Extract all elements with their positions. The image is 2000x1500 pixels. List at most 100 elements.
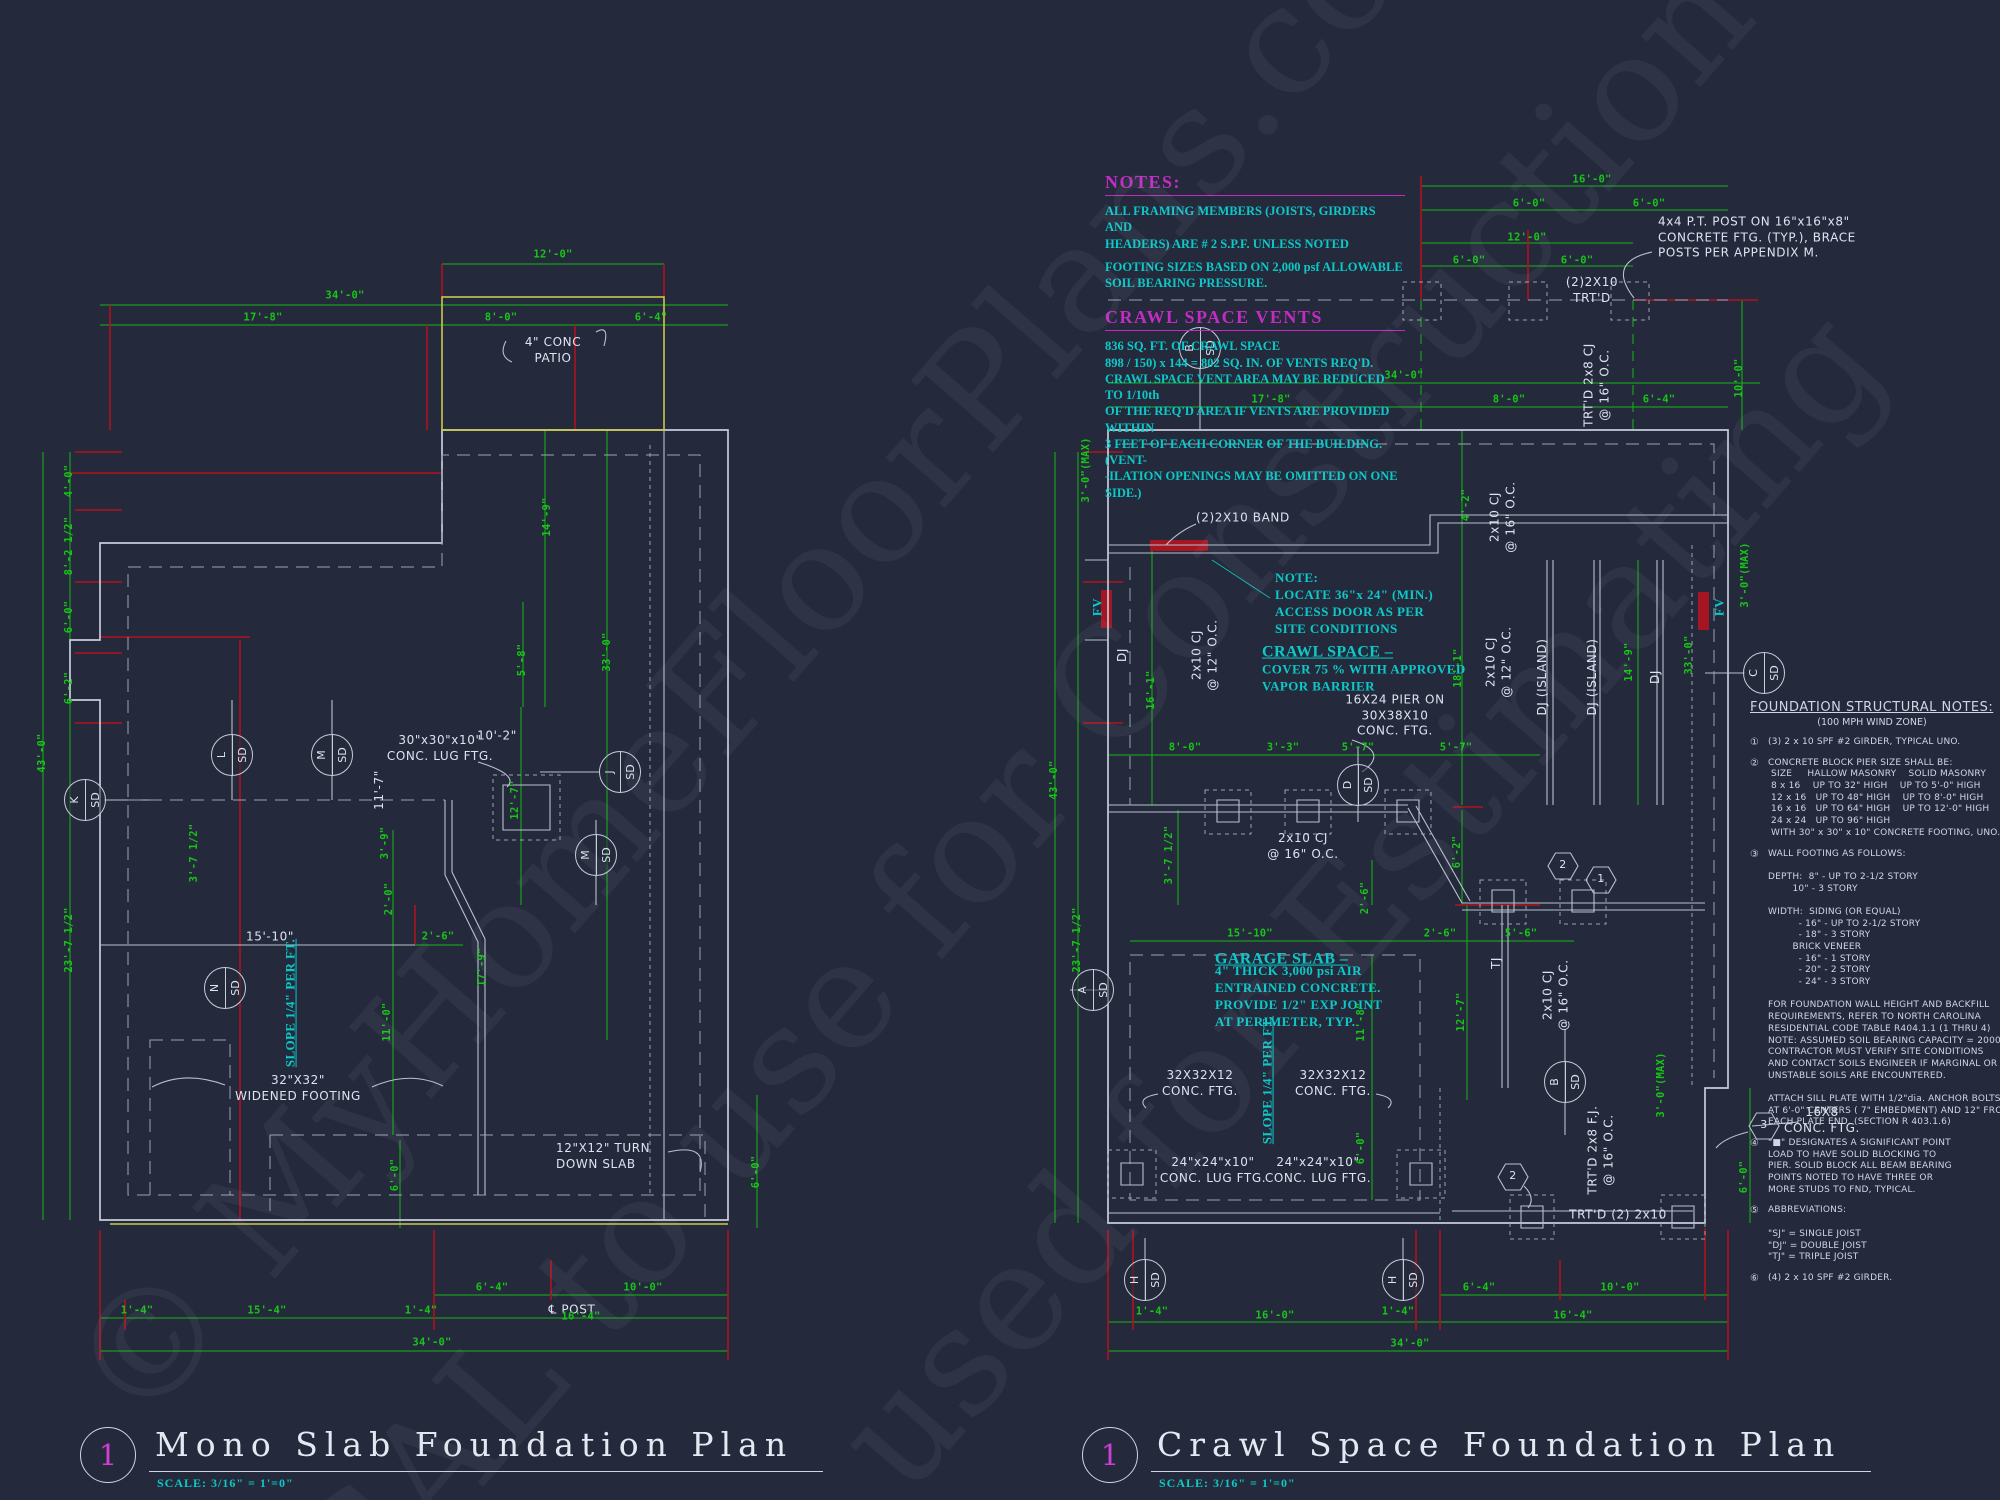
dim-label: 23'-7 1/2" [1071,907,1084,973]
dim-label: DJ (ISLAND) [1535,638,1550,716]
dim-label: DJ [1648,670,1663,684]
dim-label: 6'-0" [389,1158,402,1192]
dim-label: TRT'D (2) 2x10 [1569,1207,1667,1222]
dim-label: 12'-0" [1507,231,1547,244]
dim-label: 12'-0" [533,248,573,261]
dim-label: 34'-0" [412,1336,452,1349]
dim-label: 17'-8" [243,311,283,324]
dim-label: 6'-0" [63,600,76,634]
dim-label: 11'-7" [372,770,387,810]
dim-label: 8'-0" [484,311,518,324]
dim-label: 2x10 CJ @ 16" O.C. [1487,481,1517,553]
dim-label: 2x10 CJ @ 16" O.C. [1540,959,1570,1031]
dim-label: 3'-0"(MAX) [1739,542,1752,608]
dim-label: 43'-0" [36,733,49,773]
slope-note: SLOPE 1/4" PER FT. [282,938,298,1068]
hex-callout-2: 2 [1559,858,1567,872]
right-plan-title: Crawl Space Foundation Plan [1151,1425,1872,1472]
sheet-detail-number: 1 [80,1427,136,1483]
dim-label: DJ [1115,648,1130,662]
dim-label: 10'-0" [623,1281,663,1294]
dim-label: 8'-0" [1168,741,1202,754]
dim-label: 12'-7" [1455,992,1468,1032]
dim-label: 11'-8" [1355,1002,1368,1042]
dim-label: 12'-7" [509,780,522,820]
dim-label: 3'-7 1/2" [1163,825,1176,885]
patio-label: 4" CONC PATIO [524,334,582,365]
notes-heading: NOTES: [1105,172,1405,196]
dim-label: 10'-2" [477,728,517,743]
dim-label: 43'-0" [1048,760,1061,800]
dim-label: 6'-0" [1452,254,1486,267]
crawl-space-vents-note: 836 SQ. FT. OF CRAWL SPACE 898 / 150) x … [1105,339,1398,500]
dim-label: 3'-0"(MAX) [1655,1052,1668,1118]
left-plan-title: Mono Slab Foundation Plan [149,1425,824,1472]
dim-label: 6'-0" [750,1155,763,1189]
dim-label: 6'-4" [634,311,668,324]
right-title-block: 1 Crawl Space Foundation Plan SCALE: 3/1… [1082,1425,1872,1491]
widened-footing-note: 32"X32" WIDENED FOOTING [235,1072,361,1103]
framing-note: ALL FRAMING MEMBERS (JOISTS, GIRDERS AND… [1105,204,1376,251]
dim-label: 34'-0" [325,289,365,302]
dim-label: 32X32X12 CONC. FTG. [1295,1067,1371,1098]
dim-label: 10'-0" [1733,358,1746,398]
right-plan-linework [1054,176,1799,1360]
dim-label: 2x10 CJ @ 12" O.C. [1189,619,1219,691]
vapor-barrier-note: COVER 75 % WITH APPROVED VAPOR BARRIER [1262,661,1466,694]
dim-label: 6'-2" [1451,835,1464,869]
dim-label: 15'-10" [1227,927,1273,940]
dim-label: 34'-0" [1390,1337,1430,1350]
dim-label: TJ [1489,956,1504,970]
dim-label: 16'-0" [1572,173,1612,186]
structural-note-item: ①(3) 2 x 10 SPF #2 GIRDER, TYPICAL UNO. [1750,737,1961,748]
dim-label: 17'-8" [1251,393,1291,406]
band-note: (2)2X10 BAND [1196,510,1290,525]
slope-note: SLOPE 1/4" PER FT. [1259,1015,1275,1145]
dim-label: 5'-7" [1439,741,1473,754]
dim-label: 2'-6" [421,930,455,943]
dim-label: 10'-0" [1600,1281,1640,1294]
dim-label: 3'-9" [379,826,392,860]
dim-label: 23'-7 1/2" [63,907,76,973]
dim-label: 16'-1" [1145,670,1158,710]
left-plan-linework [42,263,758,1360]
dim-label: 34'-0" [1384,369,1424,382]
dim-label: 15'-4" [247,1304,287,1317]
dim-label: 8'-0" [1492,393,1526,406]
dim-label: 6'-4" [1462,1281,1496,1294]
pier-note: 16X24 PIER ON 30X38X10 CONC. FTG. [1345,692,1445,738]
dim-label: 1'-4" [120,1304,154,1317]
structural-note-item: ④"■" DESIGNATES A SIGNIFICANT POINT LOAD… [1750,1138,1952,1195]
dim-label: 15'-10" [246,929,294,944]
dim-label: 14'-9" [1623,642,1636,682]
crawl-space-heading: CRAWL SPACE – [1262,643,1394,661]
dim-label: 1'-4" [1381,1305,1415,1318]
dim-label: 5'-7" [1341,741,1375,754]
dim-label: 6'-0" [1512,197,1546,210]
structural-notes-title: FOUNDATION STRUCTURAL NOTES: [1750,700,1994,715]
structural-notes-list: ①(3) 2 x 10 SPF #2 GIRDER, TYPICAL UNO. ②… [1750,737,2000,1285]
dim-label: 2'-6" [1359,881,1372,915]
crawl-space-vents-heading: CRAWL SPACE VENTS [1105,307,1405,332]
dim-label: 6'-4" [475,1281,509,1294]
dim-label: FV [1711,597,1727,617]
structural-notes-panel: FOUNDATION STRUCTURAL NOTES: (100 MPH WI… [1750,700,2000,1285]
notes-panel: NOTES: ALL FRAMING MEMBERS (JOISTS, GIRD… [1105,172,1405,501]
garage-slab-note: 4" THICK 3,000 psi AIR ENTRAINED CONCRET… [1215,962,1383,1029]
dim-label: 1'-4" [1135,1305,1169,1318]
dim-label: 11'-0" [381,1002,394,1042]
access-door-note: NOTE: LOCATE 36"x 24" (MIN.) ACCESS DOOR… [1275,569,1434,636]
dim-label: 2'-6" [1423,927,1457,940]
garage-slab-heading: GARAGE SLAB – [1215,950,1349,968]
dim-label: 3'-3" [1266,741,1300,754]
